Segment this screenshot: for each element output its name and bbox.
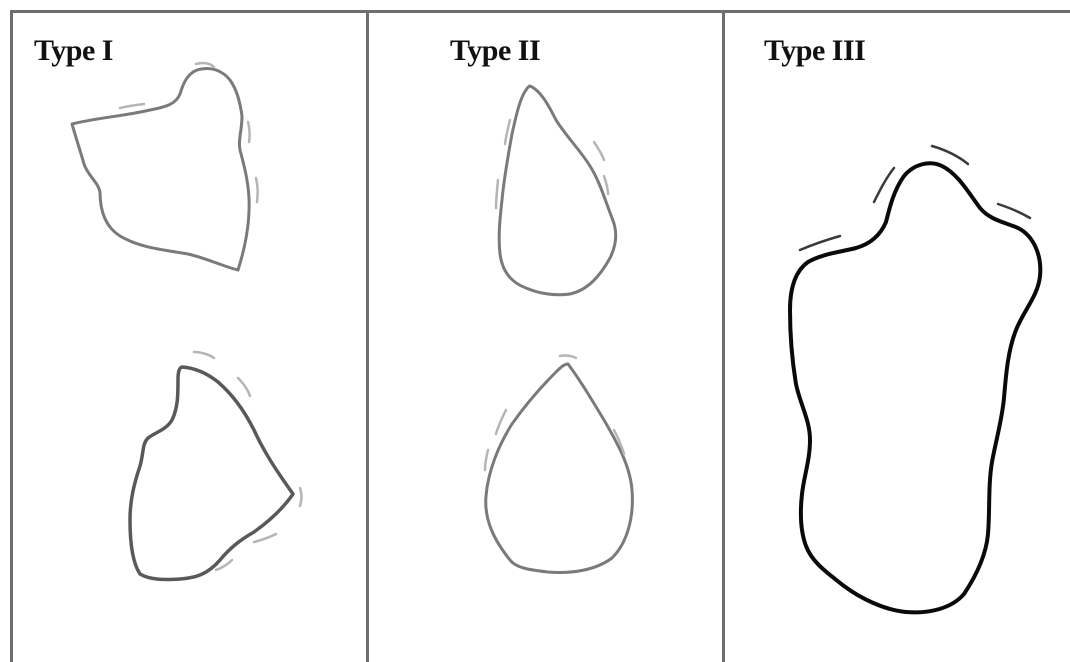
type-iii-tick-3 [932, 146, 968, 164]
type-i-upper-tick-4 [120, 104, 144, 108]
type-ii-lower-tick-1 [560, 356, 576, 358]
type-iii-tick-1 [800, 236, 840, 250]
type-i-lower-tick-3 [300, 488, 302, 506]
type-i-particle-lower [130, 367, 293, 579]
type-ii-upper-tick-2 [496, 180, 498, 208]
type-i-upper-tick-1 [196, 63, 214, 67]
type-iii-tick-4 [998, 204, 1030, 218]
type-i-particle-upper [72, 68, 249, 270]
type-ii-upper-tick-4 [604, 176, 608, 194]
type-ii-particle-lower [486, 364, 633, 572]
type-i-upper-tick-3 [256, 178, 258, 202]
type-i-lower-tick-2 [238, 378, 250, 396]
type-iii-particle [790, 163, 1040, 612]
type-ii-upper-tick-1 [505, 120, 510, 144]
type-i-lower-tick-1 [194, 352, 214, 358]
type-ii-upper-tick-3 [594, 142, 604, 160]
type-i-lower-tick-4 [254, 534, 276, 542]
type-i-upper-tick-2 [248, 122, 250, 142]
type-ii-lower-tick-3 [485, 450, 488, 470]
panel-type-i-shapes [72, 63, 302, 579]
panel-type-iii-shapes [790, 146, 1040, 612]
type-iii-tick-2 [874, 168, 894, 202]
type-ii-lower-tick-2 [496, 410, 506, 434]
panel-type-ii-shapes [485, 86, 632, 572]
type-ii-particle-upper [499, 86, 615, 295]
